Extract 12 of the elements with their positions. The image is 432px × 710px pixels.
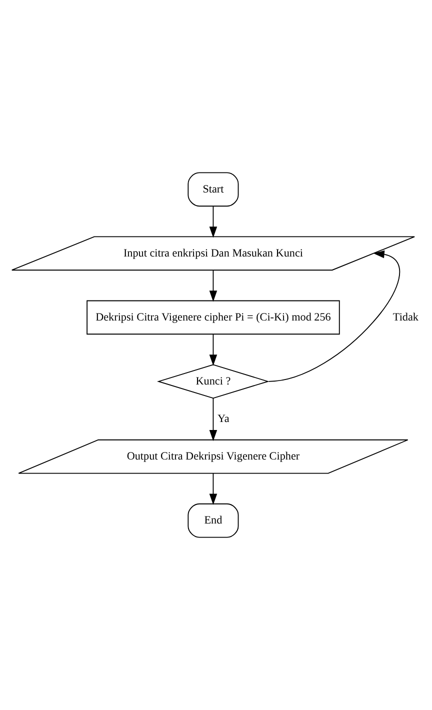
edge-label: Tidak [392,311,418,324]
arrow [209,270,218,302]
node-box: Start [188,172,239,207]
arrow [209,473,218,505]
arrow [209,398,218,442]
node-box: Dekripsi Citra Vigenere cipher Pi = (Ci-Ki) mod 256 [86,300,340,335]
arrow [209,206,218,238]
node-diamond: Kunci ? [156,364,270,399]
edge-label: Ya [217,412,230,425]
arrow [209,334,218,366]
arrow [268,250,400,382]
node-box: End [188,503,239,538]
